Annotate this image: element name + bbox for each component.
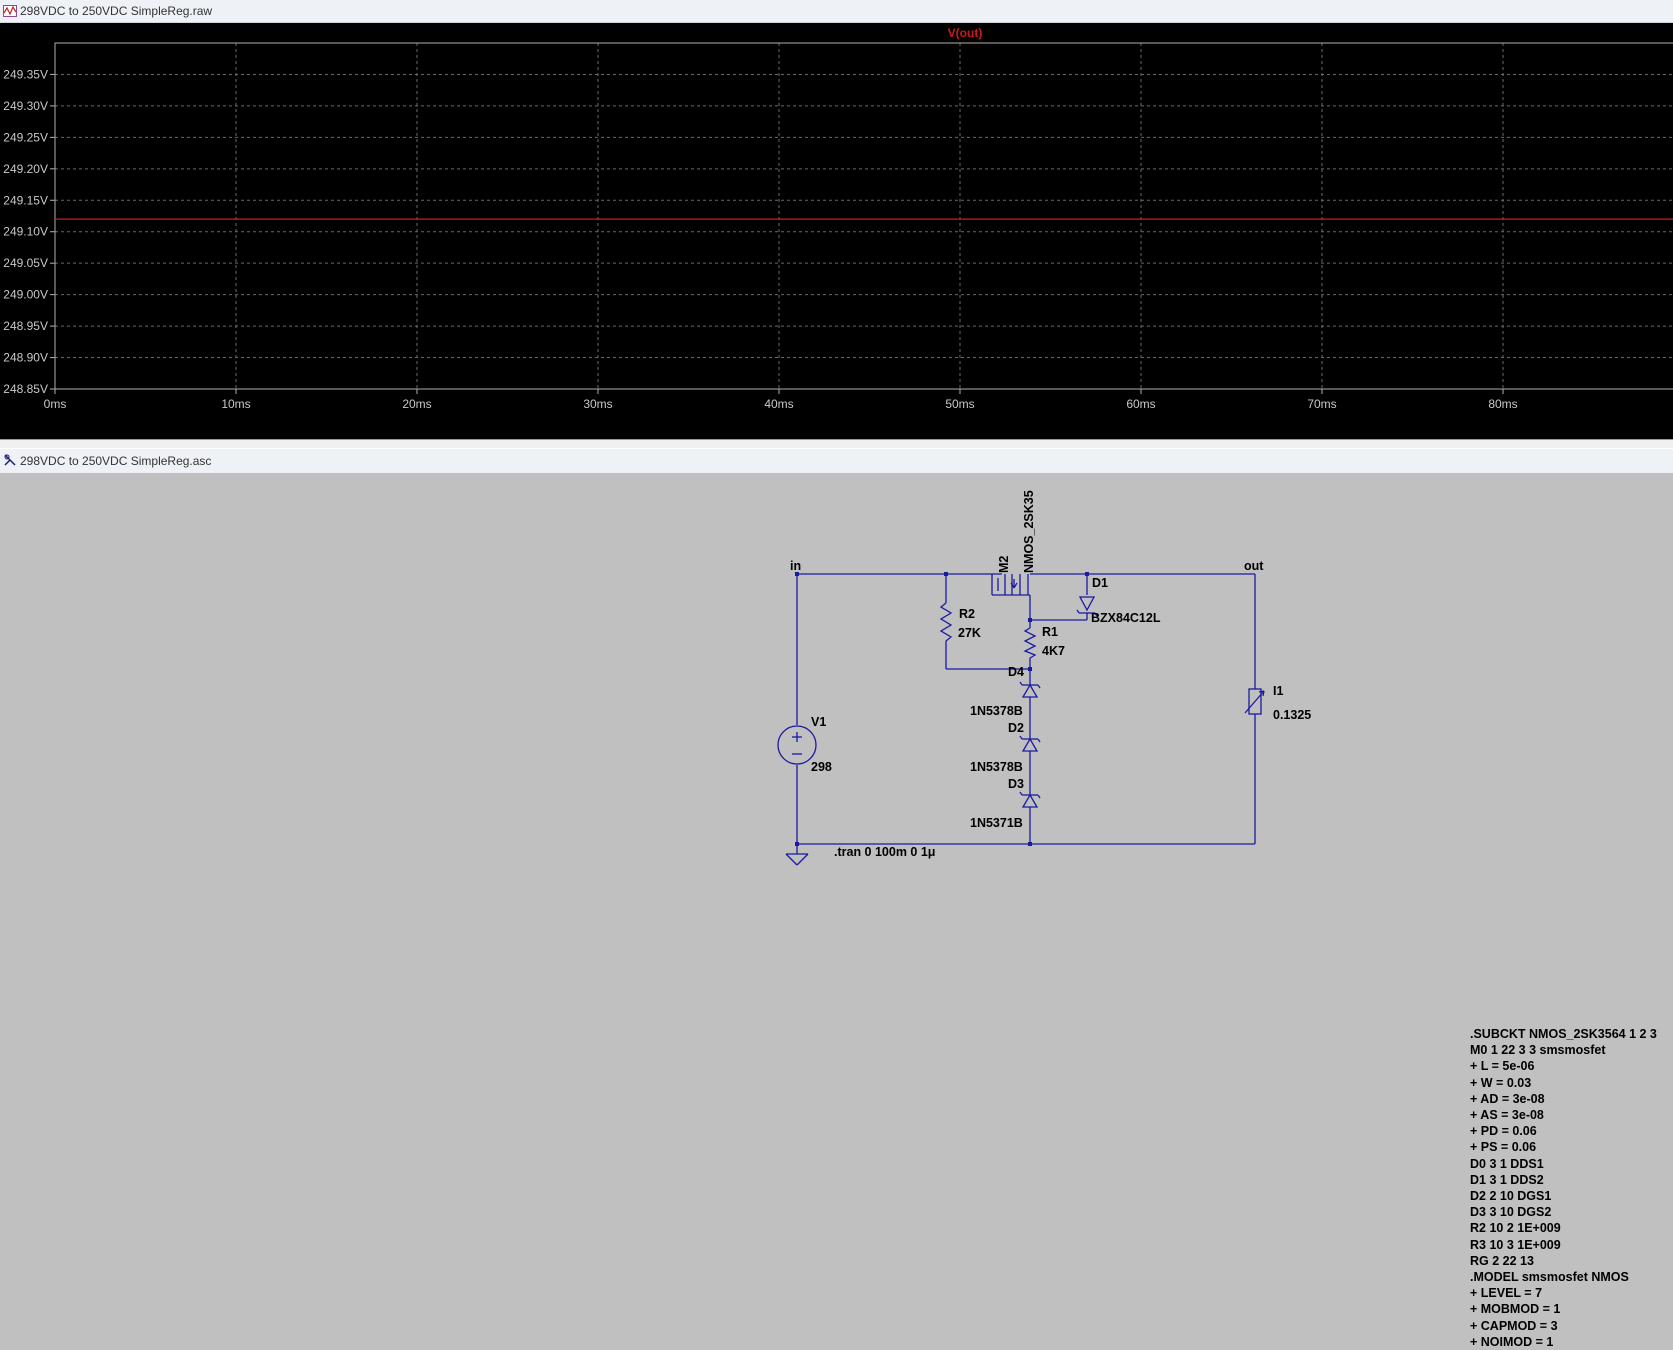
waveform-file-icon: [3, 5, 17, 17]
v1-value-label[interactable]: 298: [811, 760, 832, 774]
waveform-plot-pane[interactable]: V(out) 249.35V 249.30V 249.25V 249.20V 249.1…: [0, 23, 1673, 439]
netlist-line: RG 2 22 13: [1470, 1253, 1534, 1268]
netlist-line: D1 3 1 DDS2: [1470, 1172, 1544, 1187]
netlist-line: + MOBMOD = 1: [1470, 1302, 1561, 1317]
y-tick-label: 249.35V: [3, 67, 48, 81]
x-tick-label: 0ms: [44, 397, 67, 411]
d2-model-label[interactable]: 1N5378B: [970, 760, 1023, 774]
d3-model-label[interactable]: 1N5371B: [970, 816, 1023, 830]
y-tick-label: 248.95V: [3, 319, 48, 333]
schematic-file-icon: [4, 454, 16, 466]
netlist-line: R3 10 3 1E+009: [1470, 1237, 1561, 1252]
subckt-netlist-text[interactable]: .SUBCKT NMOS_2SK3564 1 2 3 M0 1 22 3 3 s…: [1470, 1026, 1657, 1350]
waveform-window-title: 298VDC to 250VDC SimpleReg.raw: [20, 4, 213, 18]
netlist-line: + NOIMOD = 1: [1470, 1334, 1554, 1349]
y-tick-label: 249.10V: [3, 225, 48, 239]
y-tick-label: 249.05V: [3, 256, 48, 270]
d4-ref-label[interactable]: D4: [1008, 665, 1024, 679]
netlist-line: D2 2 10 DGS1: [1470, 1189, 1552, 1204]
y-tick-label: 249.15V: [3, 193, 48, 207]
i1-ref-label[interactable]: I1: [1273, 684, 1283, 698]
d1-ref-label[interactable]: D1: [1092, 576, 1108, 590]
netlist-line: .MODEL smsmosfet NMOS: [1470, 1270, 1629, 1285]
y-tick-label: 248.85V: [3, 382, 48, 396]
x-tick-label: 60ms: [1126, 397, 1155, 411]
schematic-canvas[interactable]: in out M2 NMOS_2SK35 D1 BZX84C12L R2 27K…: [0, 473, 1673, 1349]
x-tick-label: 70ms: [1307, 397, 1336, 411]
netlist-line: + PD = 0.06: [1470, 1124, 1537, 1139]
x-tick-label: 50ms: [945, 397, 974, 411]
d3-ref-label[interactable]: D3: [1008, 777, 1024, 791]
netlist-line: M0 1 22 3 3 smsmosfet: [1470, 1043, 1606, 1058]
x-tick-label: 30ms: [583, 397, 612, 411]
m2-model-label[interactable]: NMOS_2SK35: [1022, 490, 1036, 573]
y-tick-label: 249.25V: [3, 130, 48, 144]
d1-model-label[interactable]: BZX84C12L: [1091, 611, 1161, 625]
netlist-line: + CAPMOD = 3: [1470, 1318, 1558, 1333]
x-tick-label: 40ms: [764, 397, 793, 411]
net-label-in[interactable]: in: [790, 559, 801, 573]
m2-ref-label[interactable]: M2: [997, 556, 1011, 573]
netlist-line: + W = 0.03: [1470, 1075, 1532, 1090]
waveform-window-titlebar[interactable]: 298VDC to 250VDC SimpleReg.raw: [0, 0, 1673, 23]
x-tick-label: 10ms: [221, 397, 250, 411]
schematic-drawing[interactable]: in out M2 NMOS_2SK35 D1 BZX84C12L R2 27K…: [0, 473, 1673, 875]
d2-ref-label[interactable]: D2: [1008, 721, 1024, 735]
i1-value-label[interactable]: 0.1325: [1273, 708, 1311, 722]
netlist-line: .SUBCKT NMOS_2SK3564 1 2 3: [1470, 1027, 1657, 1041]
netlist-line: + L = 5e-06: [1470, 1059, 1535, 1074]
tran-directive[interactable]: .tran 0 100m 0 1μ: [834, 845, 935, 859]
y-tick-label: 249.20V: [3, 162, 48, 176]
netlist-line: + LEVEL = 7: [1470, 1286, 1543, 1301]
waveform-plot[interactable]: V(out) 249.35V 249.30V 249.25V 249.20V 249.1…: [0, 23, 1673, 439]
d4-model-label[interactable]: 1N5378B: [970, 704, 1023, 718]
y-tick-label: 249.30V: [3, 99, 48, 113]
r1-value-label[interactable]: 4K7: [1042, 644, 1065, 658]
wires: [777, 573, 1265, 866]
netlist-line: + PS = 0.06: [1470, 1140, 1537, 1155]
netlist-line: + AS = 3e-08: [1470, 1108, 1544, 1123]
y-tick-label: 248.90V: [3, 351, 48, 365]
netlist-line: R2 10 2 1E+009: [1470, 1221, 1561, 1236]
net-label-out[interactable]: out: [1244, 559, 1264, 573]
trace-label-vout[interactable]: V(out): [948, 26, 983, 40]
junction-dots: [795, 572, 1089, 846]
schematic-window-titlebar[interactable]: 298VDC to 250VDC SimpleReg.asc: [0, 448, 1673, 474]
netlist-line: D3 3 10 DGS2: [1470, 1205, 1552, 1220]
netlist-line: + AD = 3e-08: [1470, 1091, 1545, 1106]
v1-ref-label[interactable]: V1: [811, 715, 826, 729]
x-tick-label: 80ms: [1488, 397, 1517, 411]
schematic-window-title: 298VDC to 250VDC SimpleReg.asc: [20, 454, 212, 468]
r2-value-label[interactable]: 27K: [958, 626, 981, 640]
r2-ref-label[interactable]: R2: [959, 607, 975, 621]
x-tick-label: 20ms: [402, 397, 431, 411]
netlist-line: D0 3 1 DDS1: [1470, 1156, 1544, 1171]
y-tick-label: 249.00V: [3, 288, 48, 302]
r1-ref-label[interactable]: R1: [1042, 625, 1058, 639]
plot-frame: [54, 42, 1673, 390]
